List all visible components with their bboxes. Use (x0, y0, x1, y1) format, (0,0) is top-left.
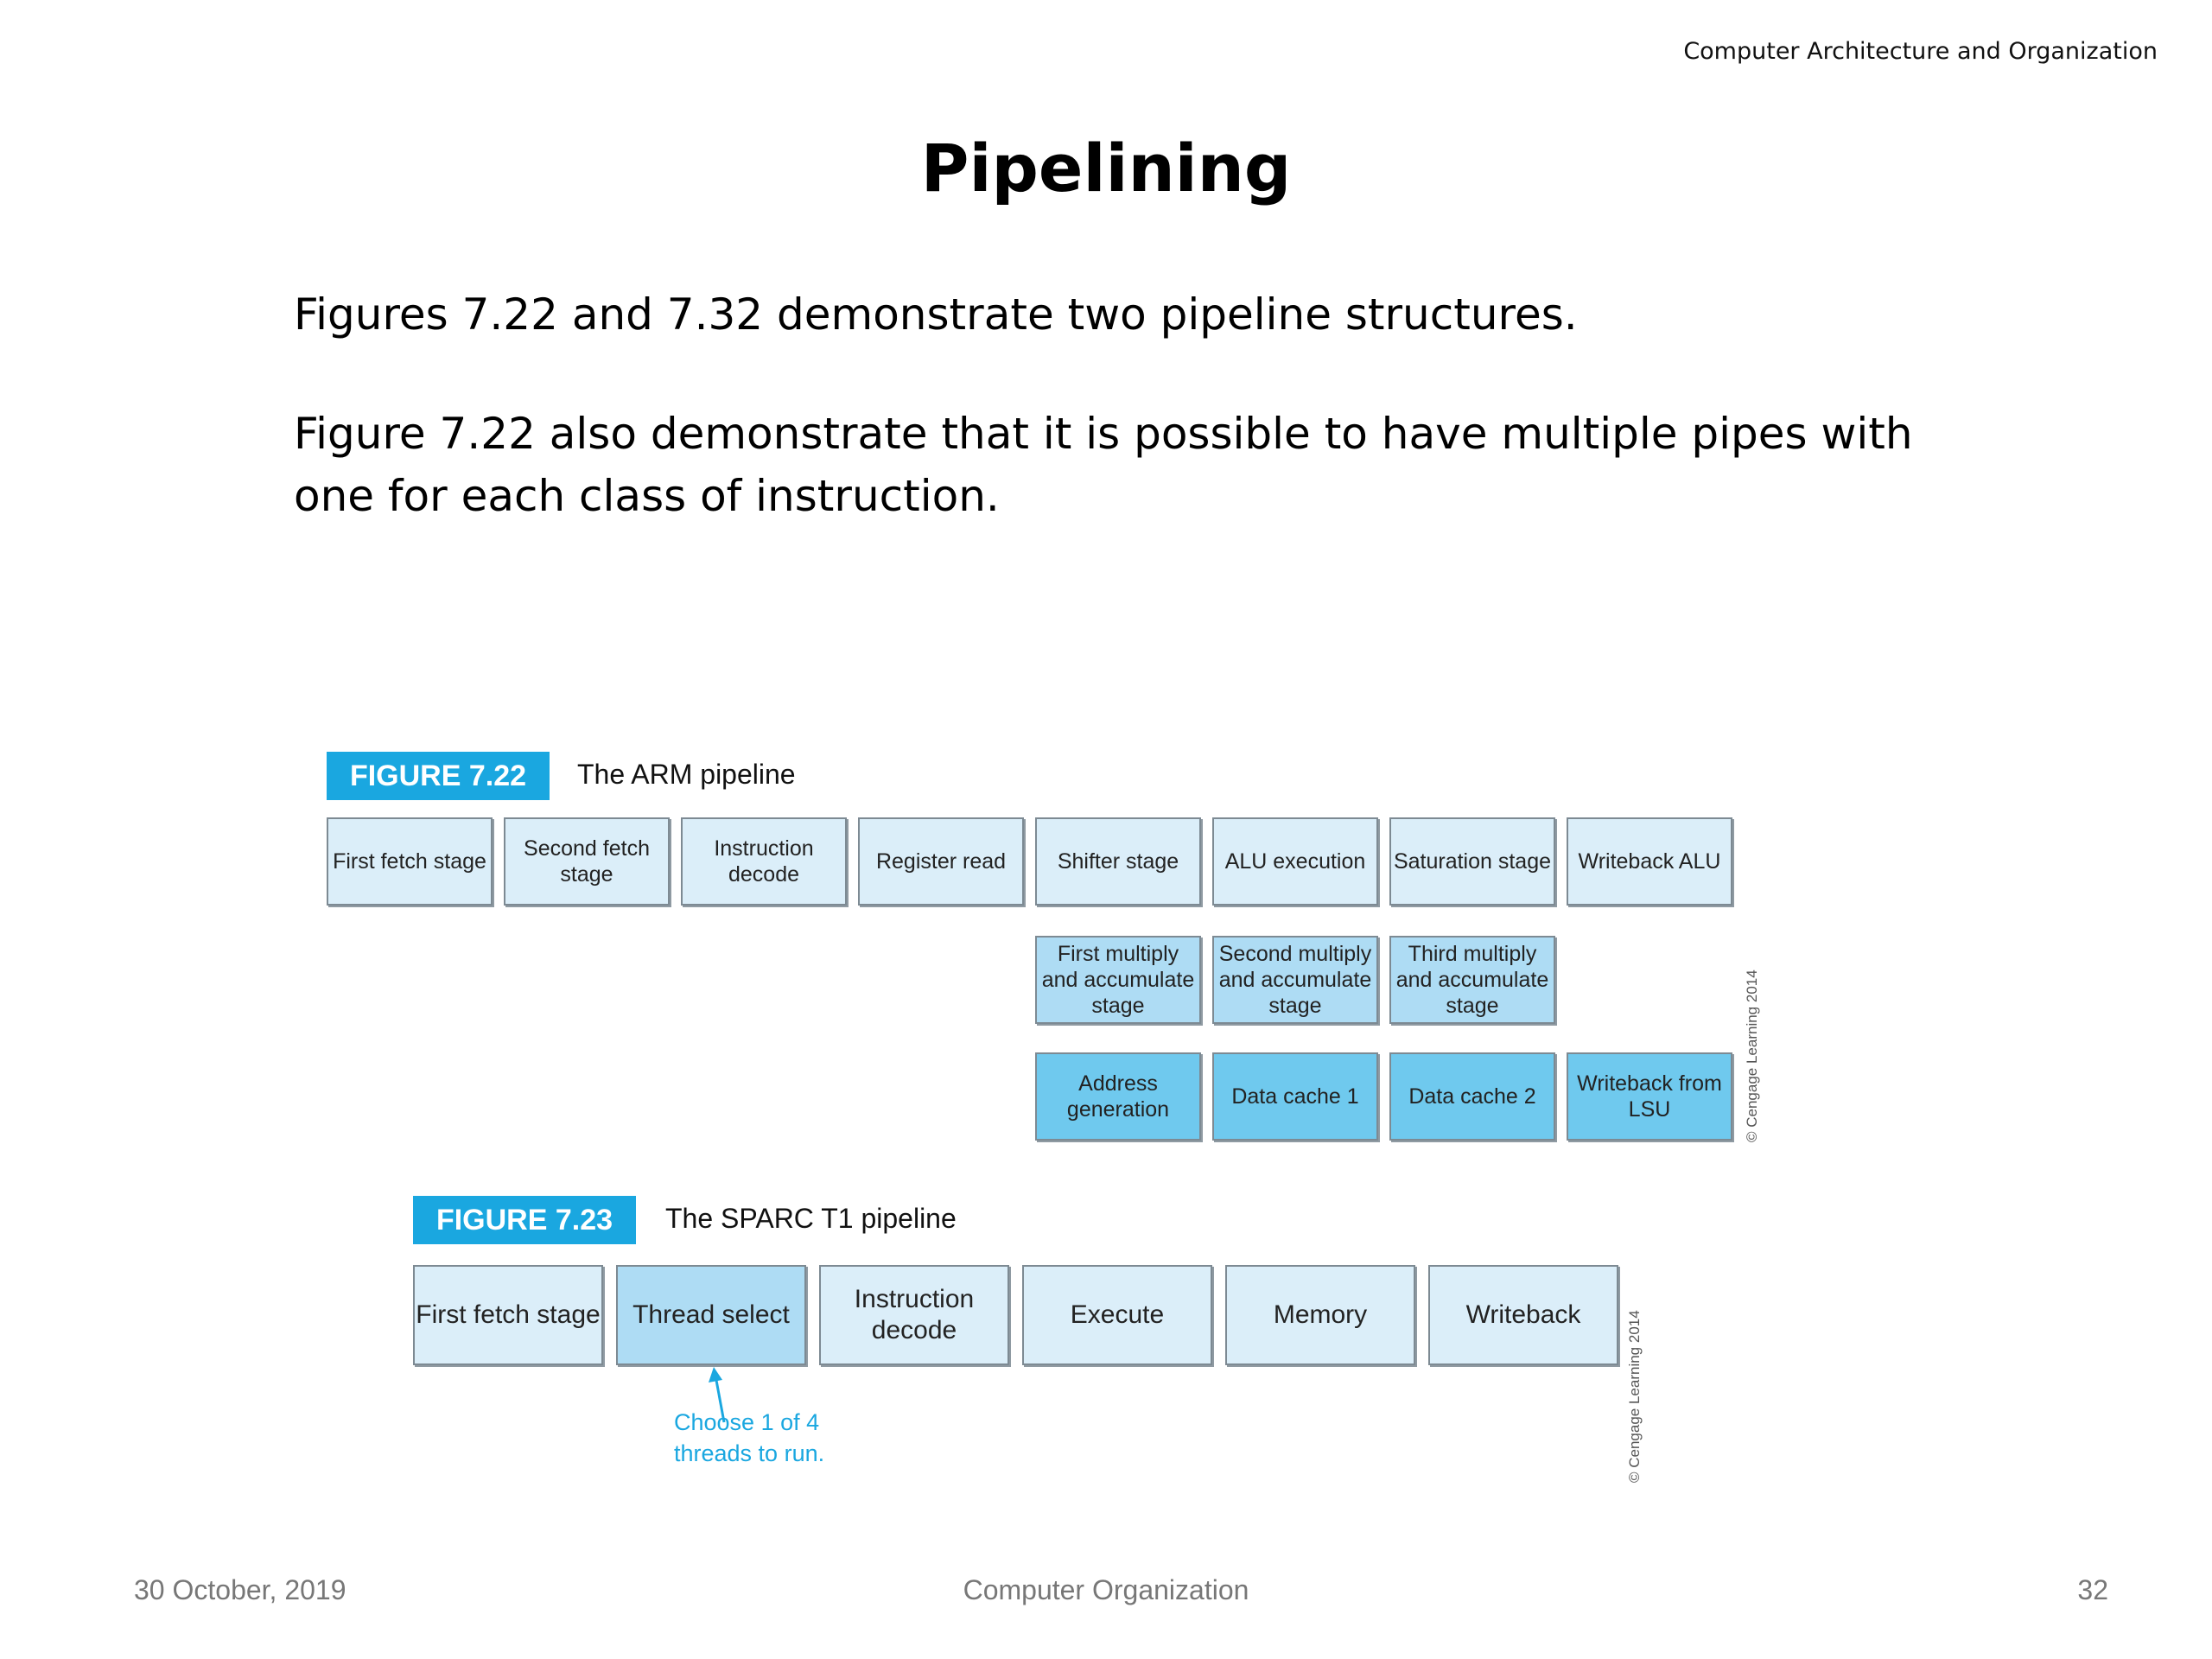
arm-stage-multiply-1: First multiply and accumulate stage (1035, 936, 1201, 1024)
arm-stage-multiply-2: Second multiply and accumulate stage (1212, 936, 1378, 1024)
slide-title: Pipelining (920, 130, 1292, 207)
sparc-stage-first-fetch: First fetch stage (413, 1265, 603, 1365)
sparc-stage-execute: Execute (1022, 1265, 1212, 1365)
figure-caption: The SPARC T1 pipeline (665, 1203, 957, 1234)
arm-stage-data-cache-2: Data cache 2 (1389, 1052, 1555, 1141)
arm-stage-shifter: Shifter stage (1035, 817, 1201, 906)
figure-tag: FIGURE 7.23 (413, 1196, 636, 1244)
arm-stage-writeback-lsu: Writeback from LSU (1567, 1052, 1732, 1141)
arm-stage-saturation: Saturation stage (1389, 817, 1555, 906)
arm-stage-instruction-decode: Instruction decode (681, 817, 847, 906)
footer-title: Computer Organization (963, 1574, 1249, 1605)
course-header: Computer Architecture and Organization (1683, 38, 2158, 65)
arm-stage-register-read: Register read (858, 817, 1024, 906)
arm-stage-data-cache-1: Data cache 1 (1212, 1052, 1378, 1141)
arm-stage-writeback-alu: Writeback ALU (1567, 817, 1732, 906)
arm-stage-multiply-3: Third multiply and accumulate stage (1389, 936, 1555, 1024)
arm-stage-alu-execution: ALU execution (1212, 817, 1378, 906)
figure-tag: FIGURE 7.22 (327, 752, 550, 800)
arm-stage-address-generation: Address generation (1035, 1052, 1201, 1141)
copyright-credit: © Cengage Learning 2014 (1744, 969, 1760, 1142)
page-number: 32 (2077, 1574, 2108, 1605)
footer-date: 30 October, 2019 (134, 1574, 346, 1605)
sparc-stage-writeback: Writeback (1428, 1265, 1618, 1365)
sparc-stage-instruction-decode: Instruction decode (819, 1265, 1009, 1365)
sparc-stage-thread-select: Thread select (616, 1265, 806, 1365)
figure-caption: The ARM pipeline (577, 759, 796, 790)
thread-annotation: Choose 1 of 4 threads to run. (674, 1409, 825, 1466)
copyright-credit: © Cengage Learning 2014 (1626, 1310, 1643, 1483)
arm-stage-first-fetch: First fetch stage (327, 817, 493, 906)
arm-stage-second-fetch: Second fetch stage (504, 817, 670, 906)
annotation-arrow (709, 1367, 726, 1423)
body-paragraph-1: Figures 7.22 and 7.32 demonstrate two pi… (294, 289, 1578, 340)
body-paragraph-2: Figure 7.22 also demonstrate that it is … (294, 409, 1913, 521)
sparc-stage-memory: Memory (1225, 1265, 1415, 1365)
